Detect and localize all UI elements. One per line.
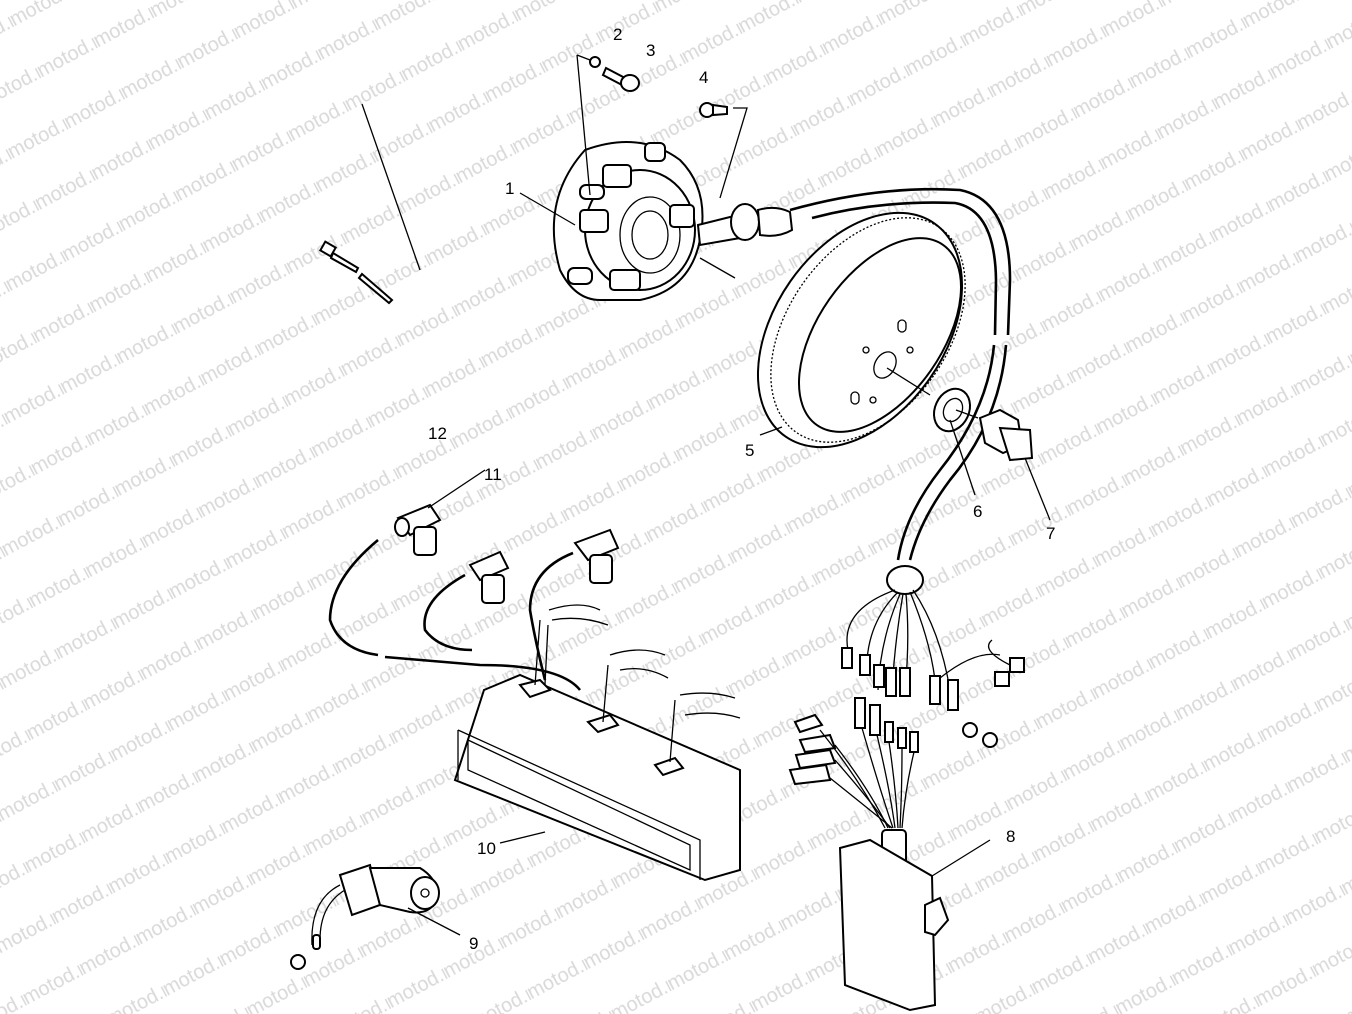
stator-screw: [601, 66, 640, 92]
grommet-screw: [699, 102, 728, 118]
callout-12: 12: [428, 424, 447, 443]
callout-4: 4: [699, 68, 709, 87]
callout-7: 7: [1046, 524, 1056, 543]
washer: [933, 387, 971, 433]
cable-tie: [318, 240, 394, 305]
ignition-coil: [453, 619, 741, 882]
spark-plug-caps: [394, 503, 620, 604]
cdi-module: [788, 565, 1025, 1012]
callout-11: 11: [484, 465, 502, 484]
starter-solenoid: [290, 863, 440, 970]
callout-6: 6: [973, 502, 983, 521]
callout-3: 3: [646, 41, 656, 60]
callout-10: 10: [477, 839, 496, 858]
callout-5: 5: [745, 441, 755, 460]
callout-2: 2: [613, 25, 623, 44]
flywheel-nut: [978, 408, 1034, 462]
callout-1: 1: [505, 179, 515, 198]
lock-washer: [589, 56, 601, 68]
callout-8: 8: [1006, 827, 1016, 846]
flywheel: [756, 211, 966, 449]
stator-assembly: [552, 141, 794, 301]
callout-9: 9: [469, 934, 479, 953]
